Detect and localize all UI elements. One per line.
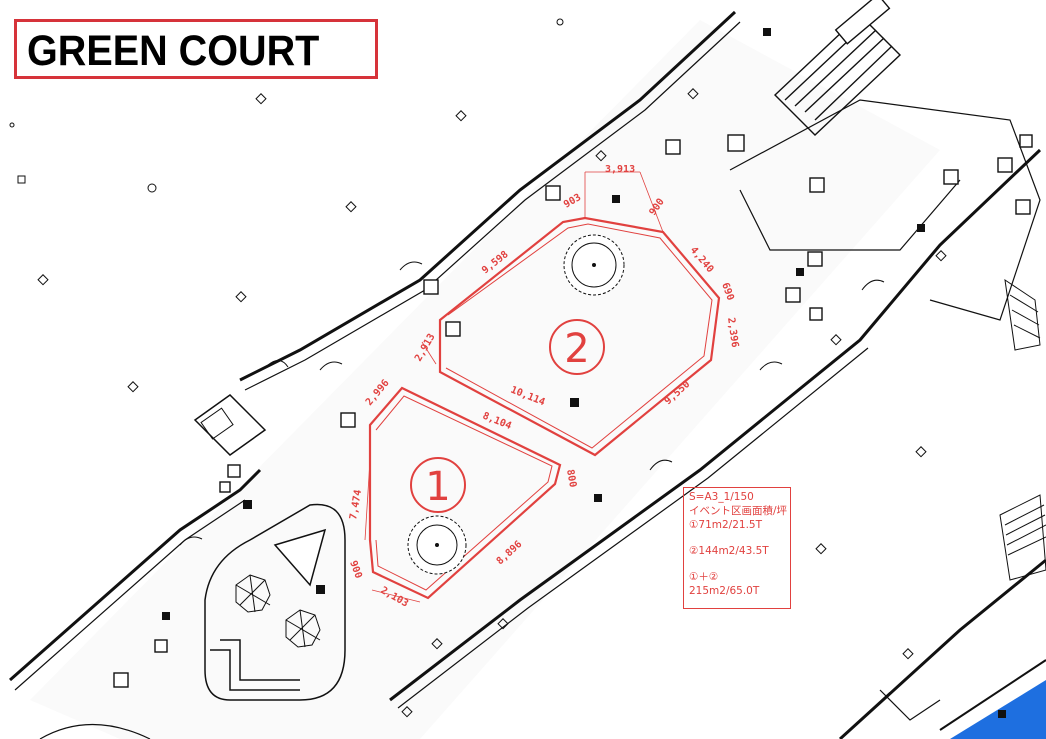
building-walls [9,10,1046,739]
water-feature [950,680,1046,739]
stairs [999,278,1046,581]
dimension-lines [364,171,664,603]
planter-island [204,503,346,701]
area-1-value: ①71m2/21.5T [689,519,763,531]
title-box: GREEN COURT [14,19,378,79]
small-room [193,394,267,456]
scale-note: S=A3_1/150 [689,491,754,503]
event-area-1 [368,386,562,600]
zone-marker-1: 1 [410,457,466,513]
event-area-2 [438,216,721,457]
zone-2-label: 2 [564,326,589,372]
area-2-value: ②144m2/43.5T [689,545,769,557]
tree-area-2 [563,234,625,296]
columns [113,134,1033,688]
dot-markers [9,18,947,718]
page-title: GREEN COURT [27,27,320,75]
dim-3913: 3,913 [605,164,635,175]
small-markers [162,28,1006,718]
escalator [773,0,902,136]
zone-marker-2: 2 [549,319,605,375]
tree-area-1 [407,515,467,575]
area-sum-label: ①＋② [689,571,719,583]
dim-7474: 7,474 [348,489,364,521]
dim-2396: 2,396 [725,317,740,348]
umbrella-tables [235,574,321,648]
area-total-value: 215m2/65.0T [689,585,760,597]
zone-1-label: 1 [425,464,450,510]
dim-800: 800 [564,469,578,489]
area-heading: イベント区画面積/坪 [689,505,788,517]
plaza-paving [30,20,940,739]
area-info-box: S=A3_1/150 イベント区画面積/坪 ①71m2/21.5T ②144m2… [683,487,791,609]
curved-bench [39,724,151,739]
doors [179,261,885,546]
